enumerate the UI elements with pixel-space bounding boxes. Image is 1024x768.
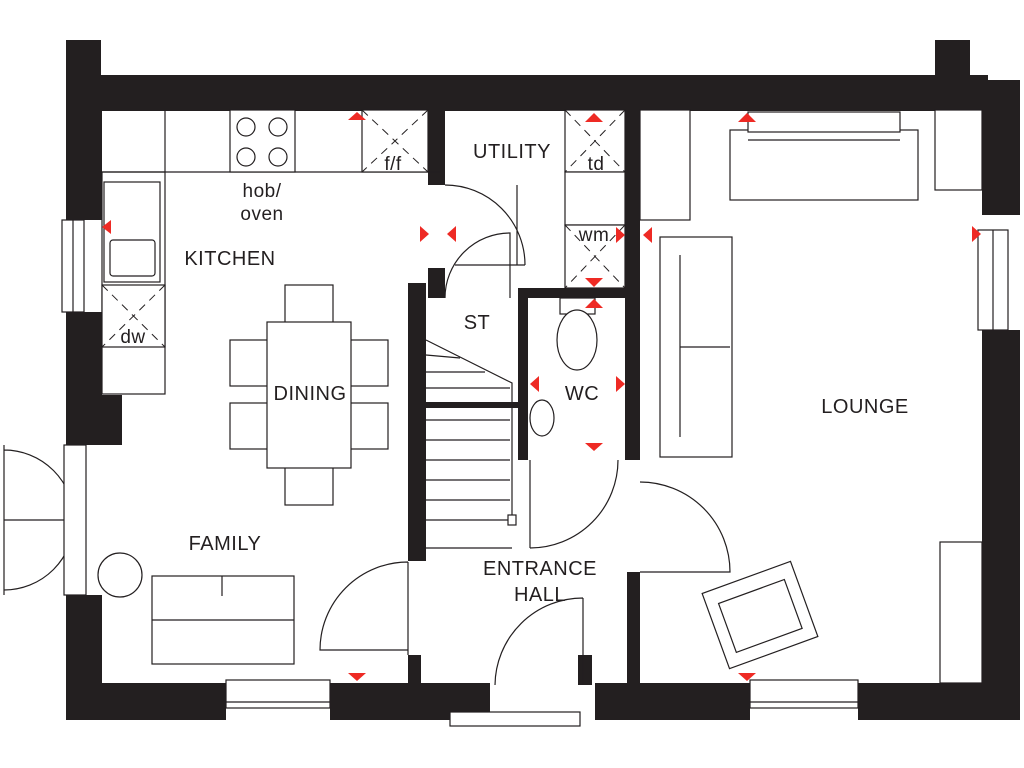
room-label-kitchen: KITCHEN [184, 248, 275, 270]
staircase [425, 339, 518, 549]
appliance-label-hob: hob/ [243, 181, 282, 202]
windows [61, 219, 1009, 727]
room-label-hall: HALL [514, 584, 566, 606]
appliance-label-oven: oven [240, 204, 283, 225]
room-label-store: ST [464, 312, 491, 334]
wc-fixtures [529, 297, 598, 437]
power-point-markers [102, 112, 981, 681]
room-label-utility: UTILITY [473, 141, 551, 163]
room-label-wc: WC [565, 383, 599, 405]
appliance-label-tumble-dryer: td [588, 154, 605, 175]
room-label-family: FAMILY [189, 533, 262, 555]
family-furniture [97, 552, 295, 665]
appliance-label-dishwasher: dw [120, 327, 145, 348]
room-label-dining: DINING [274, 383, 347, 405]
dining-table [229, 284, 389, 506]
appliance-label-washing-machine: wm [578, 225, 610, 246]
appliance-label-fridge-freezer: f/f [384, 154, 402, 175]
doors [3, 184, 731, 686]
room-label-lounge: LOUNGE [821, 396, 908, 418]
room-label-entrance: ENTRANCE [483, 558, 597, 580]
lounge-furniture [639, 109, 983, 684]
walls [66, 40, 1020, 720]
